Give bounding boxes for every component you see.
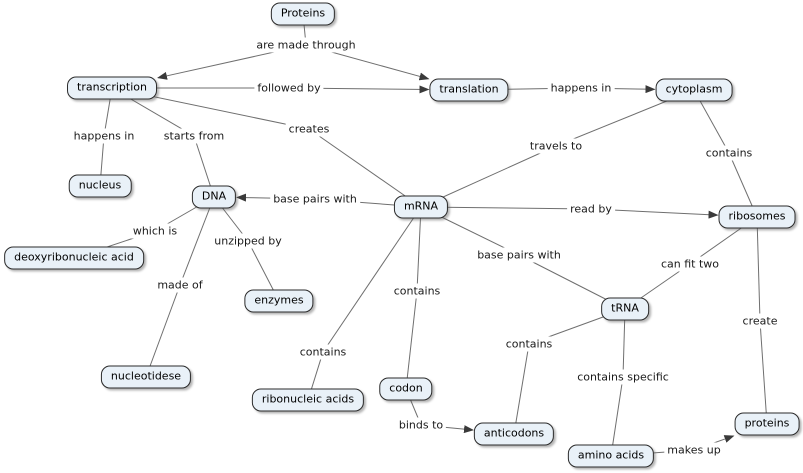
- link-label-5-creates[interactable]: creates: [285, 121, 333, 137]
- link-label-12-made-of[interactable]: made of: [154, 277, 206, 293]
- link-label-8-base-pairs-with[interactable]: base pairs with: [270, 191, 360, 207]
- link-label-0-are-made-through[interactable]: are made through: [253, 37, 359, 53]
- connector-line: [756, 216, 761, 322]
- concept-node-ribonucleic-acids[interactable]: ribonucleic acids: [251, 388, 365, 412]
- concept-node-nucleotidese[interactable]: nucleotidese: [100, 365, 192, 389]
- connector-line: [308, 128, 422, 208]
- link-label-9-read-by[interactable]: read by: [567, 201, 615, 217]
- link-label-13-can-fit-two[interactable]: can fit two: [657, 256, 723, 272]
- connector-line: [322, 206, 422, 353]
- link-label-6-travels-to[interactable]: travels to: [526, 138, 586, 154]
- connector-line: [513, 343, 530, 435]
- link-label-3-happens-in[interactable]: happens in: [70, 128, 138, 144]
- concept-node-transcription[interactable]: transcription: [67, 76, 157, 100]
- link-label-15-contains[interactable]: contains: [390, 283, 444, 299]
- link-label-19-create[interactable]: create: [739, 313, 781, 329]
- connector-line: [416, 206, 422, 292]
- concept-node-enzymes[interactable]: enzymes: [244, 289, 314, 313]
- concept-node-codon[interactable]: codon: [379, 377, 433, 401]
- link-label-17-contains[interactable]: contains: [502, 336, 556, 352]
- concept-node-nucleus[interactable]: nucleus: [68, 174, 132, 198]
- concept-node-deoxyribonucleic-acid[interactable]: deoxyribonucleic acid: [4, 246, 144, 270]
- concept-node-proteins-bottom[interactable]: proteins: [734, 412, 800, 436]
- concept-node-amino-acids[interactable]: amino acids: [567, 444, 655, 468]
- link-label-21-makes-up[interactable]: makes up: [664, 442, 724, 458]
- connector-line: [405, 290, 418, 390]
- link-label-18-contains-specific[interactable]: contains specific: [574, 369, 672, 385]
- link-label-7-contains[interactable]: contains: [702, 145, 756, 161]
- concept-node-translation[interactable]: translation: [429, 78, 509, 102]
- concept-node-ribosomes[interactable]: ribosomes: [718, 205, 796, 229]
- connector-line: [420, 206, 592, 210]
- link-label-2-happens-in[interactable]: happens in: [547, 80, 615, 96]
- connector-line: [179, 196, 215, 286]
- link-label-16-contains[interactable]: contains: [296, 344, 350, 360]
- connector-line: [759, 320, 768, 425]
- concept-node-cytoplasm[interactable]: cytoplasm: [655, 78, 733, 102]
- link-label-11-unzipped-by[interactable]: unzipped by: [211, 233, 285, 249]
- link-label-4-starts-from[interactable]: starts from: [160, 128, 228, 144]
- concept-node-dna[interactable]: DNA: [191, 185, 237, 209]
- link-label-20-binds-to[interactable]: binds to: [395, 417, 447, 433]
- concept-node-trna[interactable]: tRNA: [601, 297, 649, 321]
- concept-node-proteins-top[interactable]: Proteins: [270, 2, 336, 26]
- link-label-10-which-is[interactable]: which is: [129, 223, 181, 239]
- concept-node-anticodons[interactable]: anticodons: [473, 422, 555, 446]
- link-label-1-followed-by[interactable]: followed by: [254, 80, 324, 96]
- connector-line: [610, 376, 624, 457]
- link-label-14-base-pairs-with[interactable]: base pairs with: [474, 247, 564, 263]
- connector-line: [145, 284, 181, 378]
- concept-node-mrna[interactable]: mRNA: [393, 195, 449, 219]
